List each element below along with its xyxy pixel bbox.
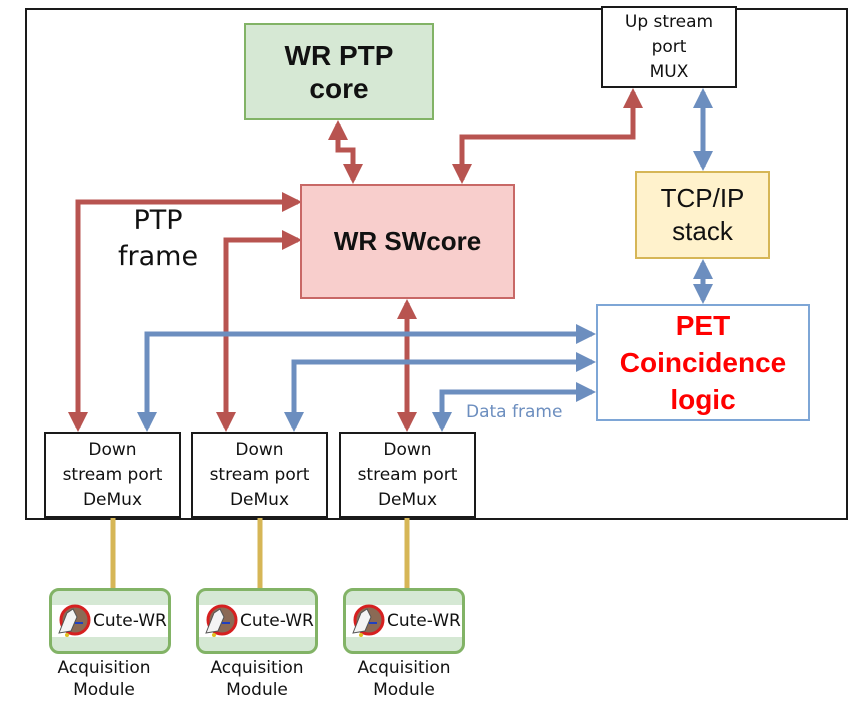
data-link-demux2 xyxy=(284,352,596,432)
downstream-demux-block-1: Down stream port DeMux xyxy=(44,432,181,518)
cute-wr-logo-icon xyxy=(205,604,238,637)
downstream-demux-block-3: Down stream port DeMux xyxy=(339,432,476,518)
data-link-demux3 xyxy=(432,382,596,432)
wr-ptp-core-block: WR PTP core xyxy=(244,23,434,120)
acquisition-module-3: Cute-WR xyxy=(343,588,465,654)
data-frame-label: Data frame xyxy=(466,402,563,422)
pet-coincidence-logic-block: PET Coincidence logic xyxy=(596,304,810,421)
data-link-demux1 xyxy=(137,324,596,432)
upstream-port-mux-block: Up stream port MUX xyxy=(601,6,737,88)
cute-wr-name: Cute-WR xyxy=(240,611,314,631)
cute-wr-logo-icon xyxy=(58,604,91,637)
ptp-link-core xyxy=(328,120,363,184)
acquisition-module-caption-3: Acquisition Module xyxy=(357,658,451,700)
cute-wr-logo-icon xyxy=(352,604,385,637)
ptp-link-demux1 xyxy=(68,192,302,432)
ptp-frame-label: PTP frame xyxy=(118,205,199,272)
cute-wr-name: Cute-WR xyxy=(93,611,167,631)
acquisition-module-2: Cute-WR xyxy=(196,588,318,654)
downstream-demux-block-2: Down stream port DeMux xyxy=(191,432,328,518)
switch-boundary xyxy=(25,8,848,520)
acquisition-module-caption-2: Acquisition Module xyxy=(210,658,304,700)
ptp-link-upmux xyxy=(452,88,643,184)
acquisition-module-1: Cute-WR xyxy=(49,588,171,654)
wr-swcore-block: WR SWcore xyxy=(300,184,515,299)
acquisition-module-caption-1: Acquisition Module xyxy=(57,658,151,700)
tcpip-stack-block: TCP/IP stack xyxy=(635,171,770,259)
cute-wr-name: Cute-WR xyxy=(387,611,461,631)
